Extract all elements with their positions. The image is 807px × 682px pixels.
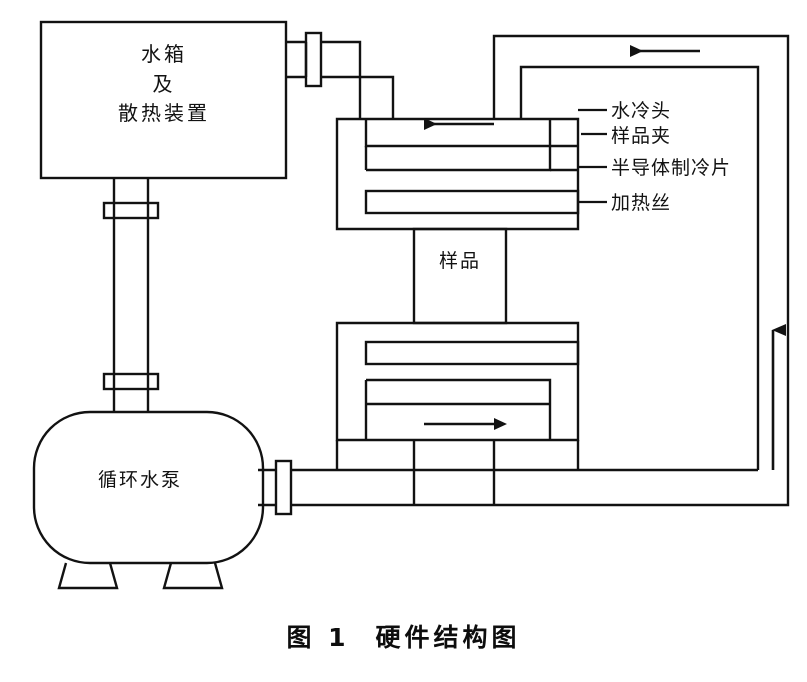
circulating-pump-label: 循环水泵 (97, 469, 182, 491)
lower-assembly-shell (335, 321, 580, 442)
top-feed-outer-line (321, 40, 362, 119)
figure-caption-title: 硬件结构图 (375, 623, 521, 652)
lower-tec-chip-slab (366, 378, 552, 440)
callout-label-tec-chip: 半导体制冷片 (611, 157, 732, 179)
sample-block (412, 227, 508, 325)
pump-outlet-coupling (274, 459, 293, 516)
upper-heating-wire-slab (364, 189, 580, 215)
lower-heating-wire-slab (364, 340, 580, 366)
tank-outlet-coupling (304, 31, 323, 88)
water-tank-label-line3: 散热装置 (118, 101, 210, 126)
upper-assembly-shell (335, 117, 580, 231)
sample-label: 样品 (438, 250, 481, 272)
upper-sample-holder-slab (366, 119, 552, 172)
callout-label-sample-holder: 样品夹 (611, 125, 672, 147)
downpipe-upper-collar (102, 201, 160, 220)
top-return-inner-line (519, 65, 760, 470)
figure-caption: 图 1 硬件结构图 (0, 618, 807, 654)
water-tank-label: 水箱 及 散热装置 (45, 42, 283, 131)
pump-foot-left (57, 562, 119, 590)
callout-label-heating-wire: 加热丝 (611, 192, 672, 214)
top-feed-inner-line (321, 75, 395, 119)
figure-caption-number: 图 1 (286, 623, 350, 652)
water-tank-label-line2: 及 (152, 71, 176, 96)
pump-foot-right (162, 562, 224, 590)
water-tank-label-line1: 水箱 (141, 42, 187, 66)
water-tank-box (39, 20, 288, 180)
callout-label-water-cooling-head: 水冷头 (611, 100, 672, 122)
top-return-outer-line (492, 34, 790, 500)
downpipe-lower-collar (102, 372, 160, 391)
circulating-pump-body (32, 410, 265, 565)
bottom-feed-inner-line (291, 500, 790, 507)
